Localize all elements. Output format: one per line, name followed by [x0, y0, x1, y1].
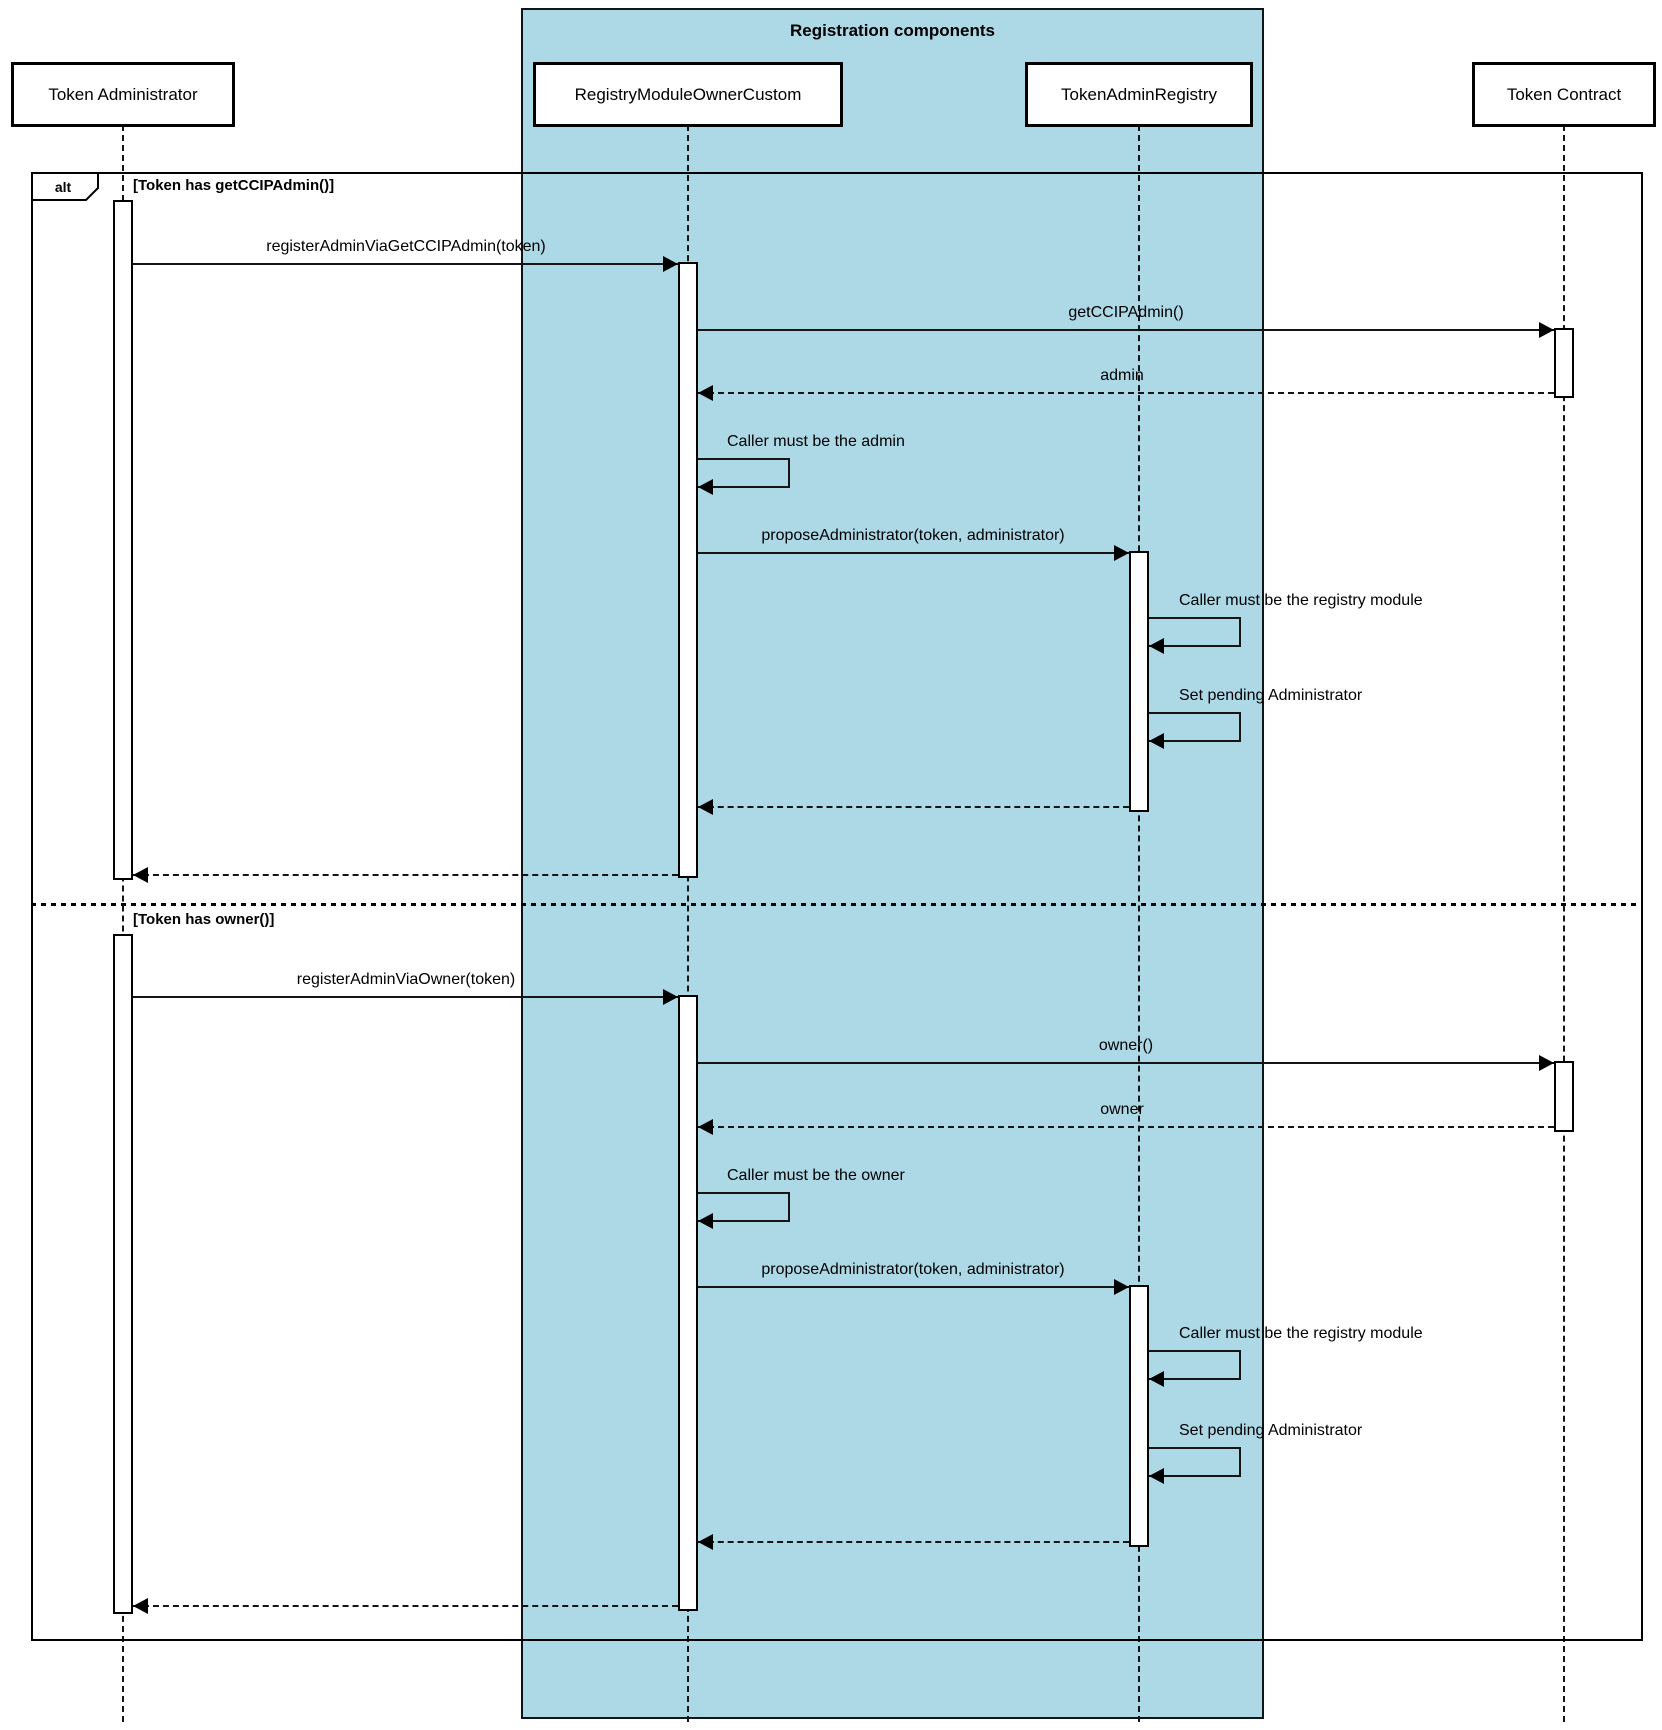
participant-token-contract: Token Contract [1472, 62, 1656, 127]
participant-label: RegistryModuleOwnerCustom [574, 84, 802, 104]
activation-registry-module-2 [678, 995, 698, 1611]
msg-caller-must-be-owner-loop [698, 1192, 790, 1222]
lifeline-registry-module-owner-custom [687, 125, 689, 1722]
alt-pentagon-shape [31, 172, 99, 201]
msg-propose-administrator-line [698, 552, 1129, 554]
arrowhead-icon [133, 1598, 148, 1614]
participant-label: TokenAdminRegistry [1061, 84, 1217, 104]
arrowhead-icon [1149, 638, 1164, 654]
activation-token-admin-registry-1 [1129, 551, 1149, 812]
arrowhead-icon [698, 1213, 713, 1229]
msg-set-pending-admin-loop [1149, 712, 1241, 742]
msg-getccipadmin-label: getCCIPAdmin() [1068, 304, 1184, 321]
msg-caller-must-be-admin-label: Caller must be the admin [727, 433, 905, 450]
msg-owner-call-line [698, 1062, 1554, 1064]
alt-frame [31, 172, 1643, 1641]
msg-set-pending-admin2-label: Set pending Administrator [1179, 1422, 1363, 1439]
arrowhead-icon [663, 256, 678, 272]
arrowhead-icon [1149, 1468, 1164, 1484]
activation-registry-module-1 [678, 262, 698, 878]
participant-label: Token Contract [1506, 84, 1622, 104]
msg-return-to-registry-module2-line [698, 1541, 1129, 1543]
msg-owner-return-line [698, 1126, 1554, 1128]
arrowhead-icon [698, 799, 713, 815]
alt-guard-1: [Token has getCCIPAdmin()] [133, 177, 335, 194]
arrowhead-icon [698, 385, 713, 401]
alt-guard-2: [Token has owner()] [133, 911, 275, 928]
msg-propose-administrator2-label: proposeAdministrator(token, administrato… [761, 1261, 1065, 1278]
msg-owner-return-label: owner [1100, 1101, 1144, 1118]
arrowhead-icon [133, 867, 148, 883]
participant-label: Token Administrator [48, 84, 198, 104]
lifeline-token-administrator [122, 125, 124, 1722]
msg-return-to-token-administrator-line [133, 874, 678, 876]
participant-token-admin-registry: TokenAdminRegistry [1025, 62, 1253, 127]
activation-token-contract-1 [1554, 328, 1574, 398]
msg-return-to-token-administrator2-line [133, 1605, 678, 1607]
arrowhead-icon [1539, 1055, 1554, 1071]
msg-set-pending-admin-label: Set pending Administrator [1179, 687, 1363, 704]
msg-caller-registry-module2-label: Caller must be the registry module [1179, 1325, 1423, 1342]
msg-getccipadmin-line [698, 329, 1554, 331]
msg-admin-return-line [698, 392, 1554, 394]
arrowhead-icon [1114, 1279, 1129, 1295]
activation-token-contract-2 [1554, 1061, 1574, 1132]
msg-register-admin-via-owner-label: registerAdminViaOwner(token) [296, 971, 516, 988]
msg-admin-return-label: admin [1100, 367, 1144, 384]
alt-operator-badge: alt [31, 172, 99, 201]
participant-registry-module-owner-custom: RegistryModuleOwnerCustom [533, 62, 843, 127]
arrowhead-icon [1114, 545, 1129, 561]
msg-register-admin-via-owner-line [133, 996, 678, 998]
msg-caller-registry-module-label: Caller must be the registry module [1179, 592, 1423, 609]
activation-token-admin-registry-2 [1129, 1285, 1149, 1547]
msg-caller-registry-module-loop [1149, 617, 1241, 647]
alt-operator-label: alt [55, 179, 72, 195]
arrowhead-icon [698, 1534, 713, 1550]
msg-register-admin-via-getccipadmin-line [133, 263, 678, 265]
arrowhead-icon [698, 479, 713, 495]
alt-divider [31, 903, 1643, 906]
msg-owner-call-label: owner() [1098, 1037, 1154, 1054]
arrowhead-icon [1539, 322, 1554, 338]
msg-caller-registry-module2-loop [1149, 1350, 1241, 1380]
msg-return-to-registry-module-line [698, 806, 1129, 808]
msg-propose-administrator2-line [698, 1286, 1129, 1288]
lifeline-token-contract [1563, 125, 1565, 1722]
msg-caller-must-be-owner-label: Caller must be the owner [727, 1167, 905, 1184]
arrowhead-icon [1149, 1371, 1164, 1387]
msg-caller-must-be-admin-loop [698, 458, 790, 488]
arrowhead-icon [698, 1119, 713, 1135]
msg-set-pending-admin2-loop [1149, 1447, 1241, 1477]
activation-token-administrator-2 [113, 934, 133, 1614]
activation-token-administrator-1 [113, 200, 133, 880]
msg-register-admin-via-getccipadmin-label: registerAdminViaGetCCIPAdmin(token) [266, 238, 546, 255]
group-title: Registration components [790, 21, 995, 40]
arrowhead-icon [663, 989, 678, 1005]
participant-token-administrator: Token Administrator [11, 62, 235, 127]
arrowhead-icon [1149, 733, 1164, 749]
lifeline-token-admin-registry [1138, 125, 1140, 1722]
msg-propose-administrator-label: proposeAdministrator(token, administrato… [761, 527, 1065, 544]
